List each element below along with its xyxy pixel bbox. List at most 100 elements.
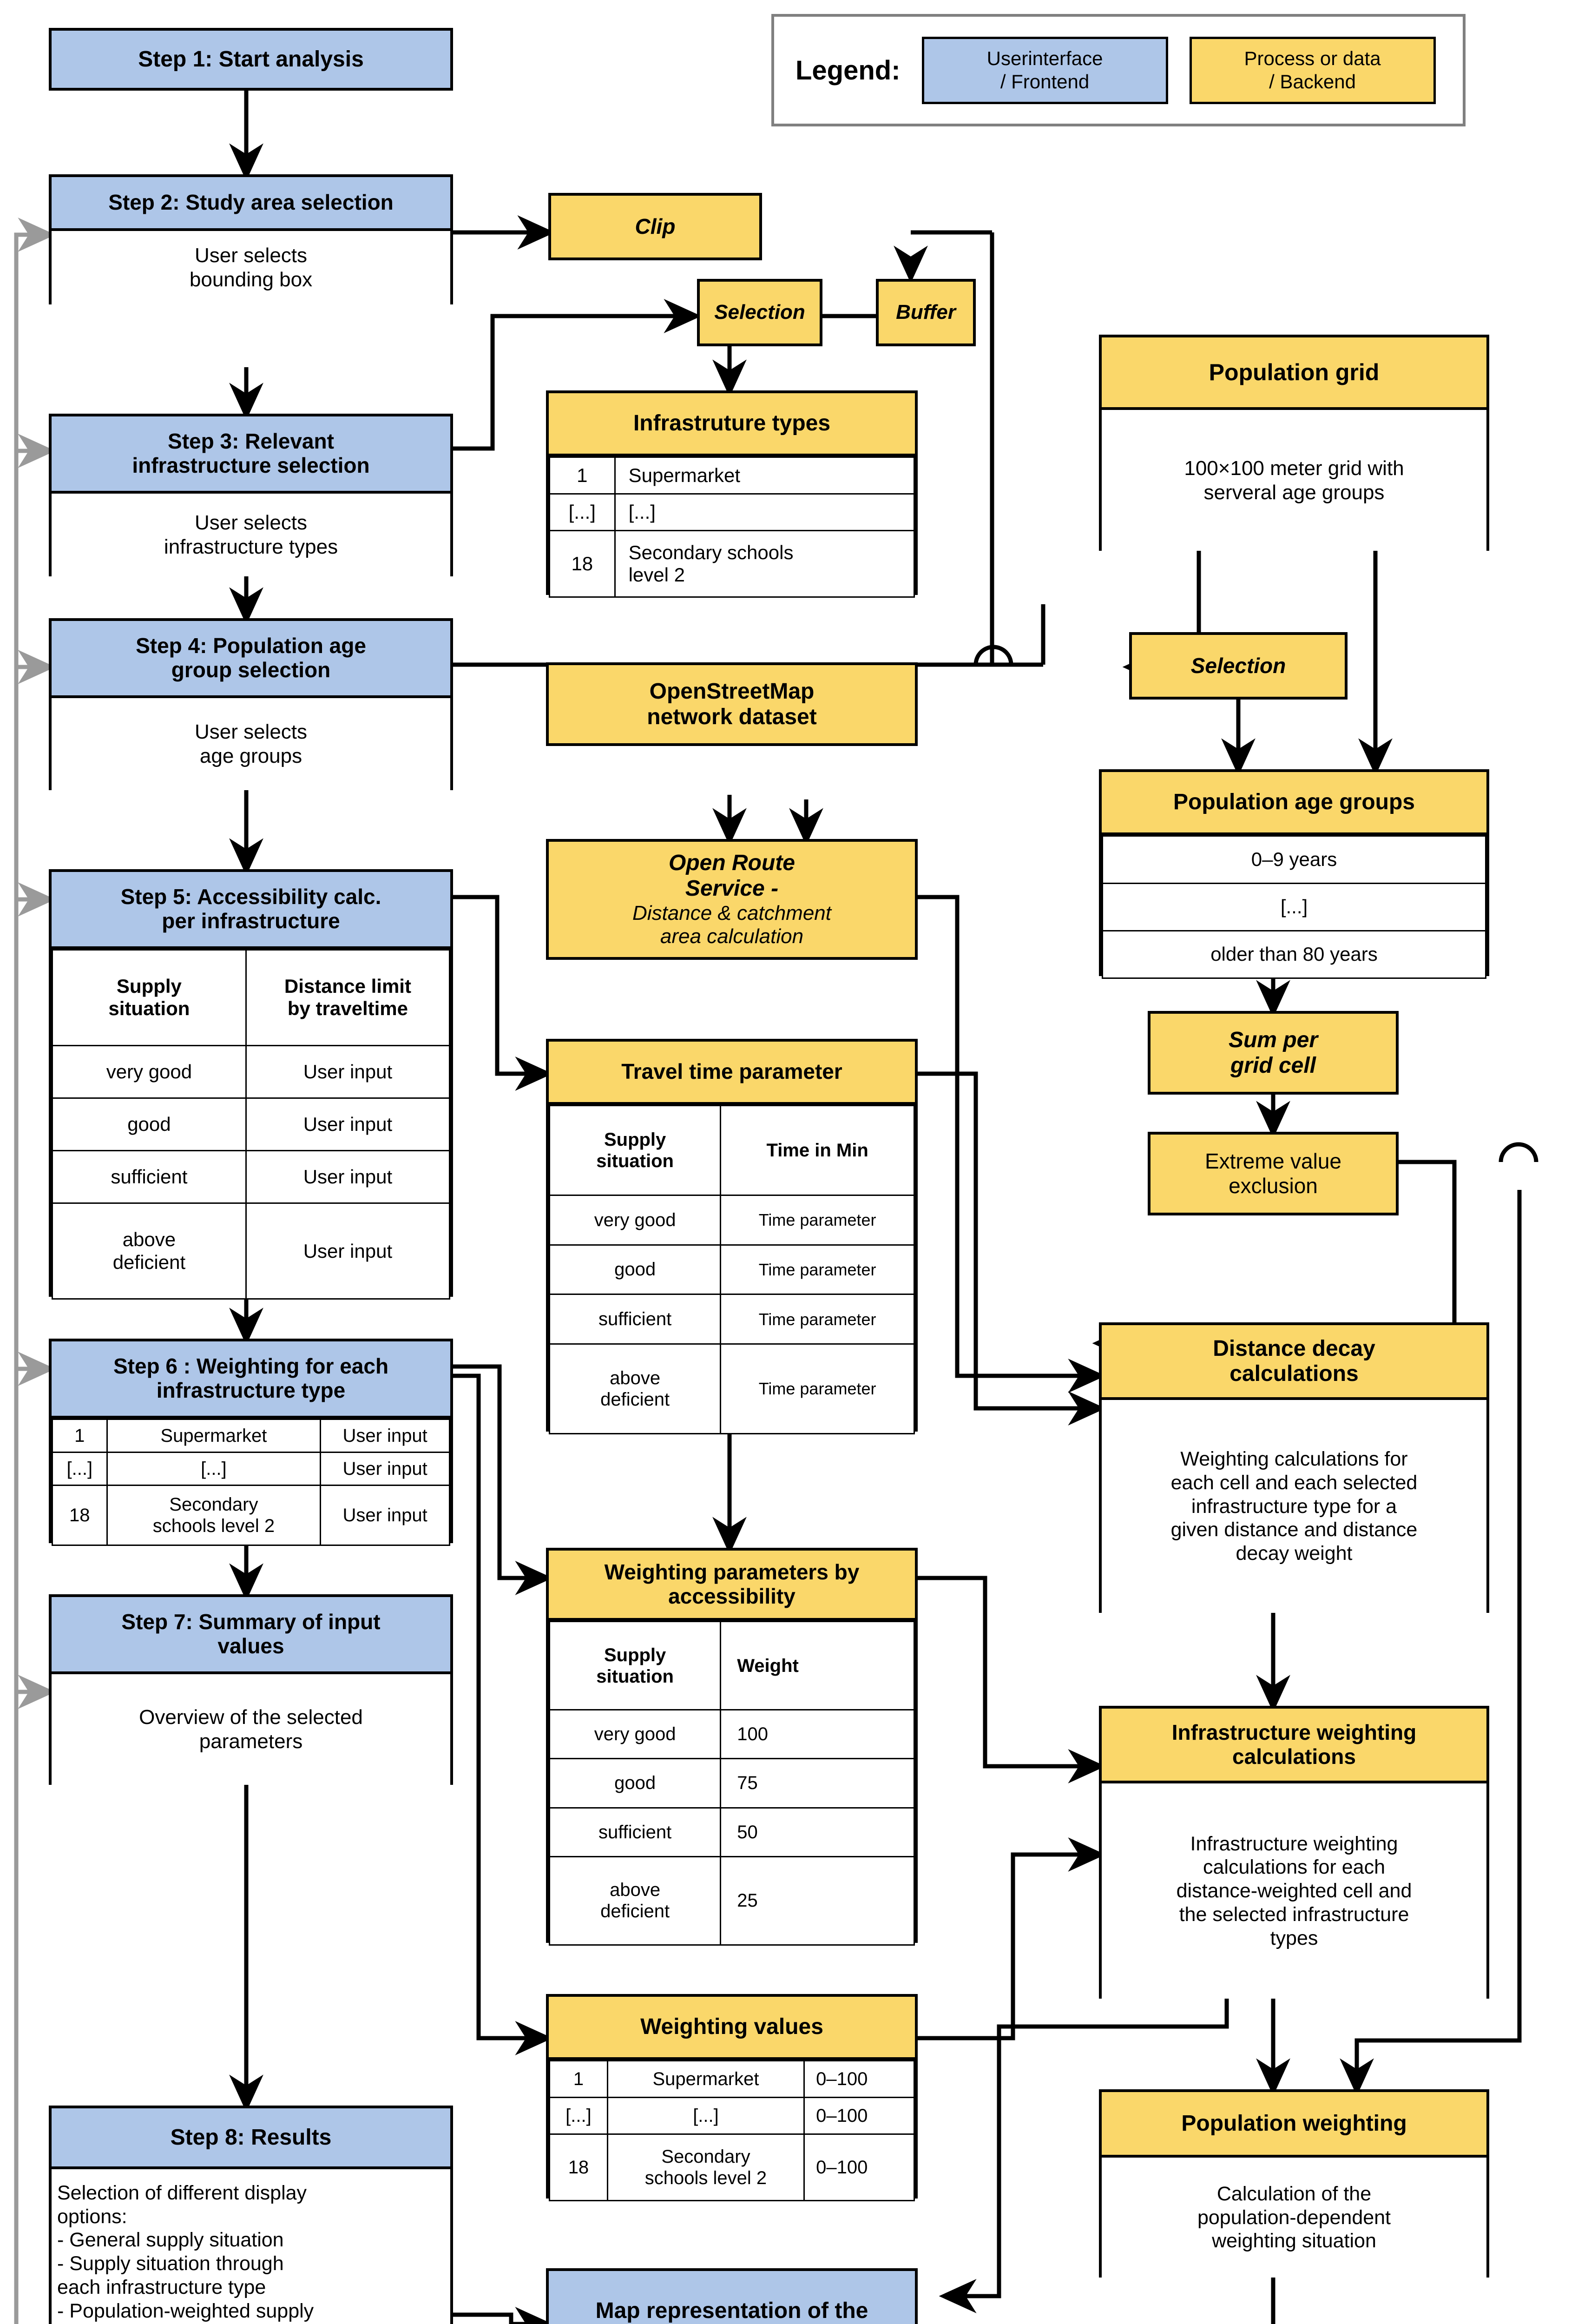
- wp-r2c0: sufficient: [548, 1807, 722, 1857]
- step-6-r1c2[interactable]: User input: [320, 1452, 450, 1486]
- step-7-body: Overview of the selected parameters: [52, 1671, 450, 1785]
- travel-time-parameter-node[interactable]: Travel time parameter Supply situation T…: [546, 1039, 918, 1434]
- selection-node-right[interactable]: Selection: [1129, 632, 1348, 700]
- travel-time-table: Supply situation Time in Min very good T…: [548, 1105, 915, 1434]
- clip-node[interactable]: Clip: [548, 193, 762, 260]
- table-row: very good Time parameter: [548, 1194, 915, 1246]
- table-row: good 75: [548, 1758, 915, 1809]
- table-row: 18 Secondary schools level 2: [549, 529, 915, 598]
- step-5-r3c1[interactable]: User input: [245, 1202, 451, 1300]
- table-row: 1 Supermarket 0–100: [549, 2060, 915, 2099]
- buffer-node[interactable]: Buffer: [876, 279, 976, 346]
- wp-r2c1[interactable]: 50: [720, 1807, 915, 1857]
- infrastructure-types-table-wrap: 1 Supermarket [...] [...] 18 Secondary s…: [549, 454, 915, 598]
- population-weighting-node[interactable]: Population weighting Calculation of the …: [1099, 2089, 1489, 2278]
- selection-node-middle[interactable]: Selection: [697, 279, 822, 346]
- step-5-col-0: Supply situation: [52, 949, 247, 1046]
- step-2-body: User selects bounding box: [52, 228, 450, 304]
- list-item: [...]: [1102, 883, 1486, 931]
- weighting-values-title: Weighting values: [549, 1997, 915, 2057]
- distance-decay-node[interactable]: Distance decay calculations Weighting ca…: [1099, 1322, 1489, 1613]
- step-3-body: User selects infrastructure types: [52, 491, 450, 576]
- wv-r1c0: [...]: [549, 2097, 608, 2135]
- weighting-parameters-node[interactable]: Weighting parameters by accessibility Su…: [546, 1548, 918, 1946]
- ors-title: Open Route Service -: [669, 851, 795, 901]
- step-6-table: 1 Supermarket User input [...] [...] Use…: [52, 1418, 450, 1546]
- step-5-r1c1[interactable]: User input: [245, 1097, 451, 1152]
- list-item: 0–9 years: [1102, 835, 1486, 884]
- infrastructure-weighting-body: Infrastructure weighting calculations fo…: [1102, 1781, 1486, 1999]
- step-2-title: Step 2: Study area selection: [52, 177, 450, 228]
- weighting-parameters-table-wrap: Supply situation Weight very good 100 go…: [548, 1618, 915, 1946]
- step-5-col-1: Distance limit by traveltime: [245, 949, 451, 1046]
- step-7-node[interactable]: Step 7: Summary of input values Overview…: [49, 1594, 453, 1785]
- step-5-node[interactable]: Step 5: Accessibility calc. per infrastr…: [49, 869, 453, 1300]
- infra-r0c0: 1: [549, 456, 616, 495]
- step-4-node[interactable]: Step 4: Population age group selection U…: [49, 618, 453, 790]
- infrastructure-weighting-node[interactable]: Infrastructure weighting calculations In…: [1099, 1706, 1489, 1999]
- infra-r2c1: Secondary schools level 2: [614, 529, 915, 598]
- infrastructure-types-node[interactable]: Infrastruture types 1 Supermarket [...] …: [546, 390, 918, 598]
- population-weighting-title: Population weighting: [1102, 2092, 1486, 2155]
- table-row: sufficient 50: [548, 1807, 915, 1857]
- step-2-node[interactable]: Step 2: Study area selection User select…: [49, 174, 453, 304]
- infrastructure-types-table: 1 Supermarket [...] [...] 18 Secondary s…: [549, 456, 915, 598]
- wv-r0c1: Supermarket: [606, 2060, 805, 2099]
- extreme-value-exclusion-node[interactable]: Extreme value exclusion: [1148, 1132, 1399, 1215]
- wp-r3c1[interactable]: 25: [720, 1855, 915, 1946]
- tt-r3c0: above deficient: [548, 1343, 722, 1434]
- table-row: [...] [...]: [549, 493, 915, 531]
- sum-per-grid-cell-node[interactable]: Sum per grid cell: [1148, 1011, 1399, 1095]
- wv-r0c0: 1: [549, 2060, 608, 2099]
- open-route-service-node[interactable]: Open Route Service - Distance & catchmen…: [546, 839, 918, 960]
- table-row: above deficient Time parameter: [548, 1343, 915, 1434]
- tt-r1c0: good: [548, 1244, 722, 1295]
- wp-r1c1[interactable]: 75: [720, 1758, 915, 1809]
- wv-r0c2: 0–100: [803, 2060, 915, 2099]
- tt-r1c1[interactable]: Time parameter: [720, 1244, 915, 1295]
- step-6-r2c2[interactable]: User input: [320, 1485, 450, 1546]
- step-6-r2c0: 18: [52, 1485, 108, 1546]
- wp-r0c1[interactable]: 100: [720, 1709, 915, 1760]
- wp-r0c0: very good: [548, 1709, 722, 1760]
- table-row: above deficient 25: [548, 1855, 915, 1946]
- population-grid-node[interactable]: Population grid 100×100 meter grid with …: [1099, 335, 1489, 551]
- step-5-table: Supply situation Distance limit by trave…: [52, 949, 451, 1300]
- infra-r2c0: 18: [549, 529, 616, 598]
- infrastructure-weighting-title: Infrastructure weighting calculations: [1102, 1709, 1486, 1781]
- population-age-groups-table: 0–9 years [...] older than 80 years: [1102, 835, 1486, 979]
- tt-r0c0: very good: [548, 1194, 722, 1246]
- table-row: sufficient User input: [52, 1150, 451, 1204]
- openstreetmap-node[interactable]: OpenStreetMap network dataset: [546, 662, 918, 746]
- step-5-title: Step 5: Accessibility calc. per infrastr…: [52, 872, 450, 946]
- population-grid-body: 100×100 meter grid with serveral age gro…: [1102, 407, 1486, 551]
- tt-r2c1[interactable]: Time parameter: [720, 1294, 915, 1345]
- step-6-r0c2[interactable]: User input: [320, 1418, 450, 1453]
- step-8-node[interactable]: Step 8: Results Selection of different d…: [49, 2106, 453, 2324]
- distance-decay-body: Weighting calculations for each cell and…: [1102, 1397, 1486, 1613]
- population-age-groups-node[interactable]: Population age groups 0–9 years [...] ol…: [1099, 769, 1489, 979]
- tt-r3c1[interactable]: Time parameter: [720, 1343, 915, 1434]
- tt-r0c1[interactable]: Time parameter: [720, 1194, 915, 1246]
- population-age-groups-title: Population age groups: [1102, 772, 1486, 832]
- infra-r1c0: [...]: [549, 493, 616, 531]
- step-5-r2c1[interactable]: User input: [245, 1150, 451, 1204]
- weighting-parameters-title: Weighting parameters by accessibility: [549, 1551, 915, 1618]
- step-6-node[interactable]: Step 6 : Weighting for each infrastructu…: [49, 1339, 453, 1546]
- infra-r0c1: Supermarket: [614, 456, 915, 495]
- population-age-groups-list: 0–9 years [...] older than 80 years: [1102, 832, 1486, 979]
- table-row: above deficient User input: [52, 1202, 451, 1300]
- step-5-r0c1[interactable]: User input: [245, 1044, 451, 1099]
- legend-chip-frontend: Userinterface / Frontend: [921, 36, 1168, 104]
- distance-decay-title: Distance decay calculations: [1102, 1325, 1486, 1397]
- weighting-values-node[interactable]: Weighting values 1 Supermarket 0–100 [..…: [546, 1994, 918, 2201]
- step-3-node[interactable]: Step 3: Relevant infrastructure selectio…: [49, 414, 453, 576]
- legend-chip-backend: Process or data / Backend: [1189, 36, 1436, 104]
- list-item: older than 80 years: [1102, 930, 1486, 979]
- step-1-node[interactable]: Step 1: Start analysis: [49, 28, 453, 91]
- travel-time-table-wrap: Supply situation Time in Min very good T…: [548, 1102, 915, 1434]
- tt-col-1: Time in Min: [720, 1105, 915, 1196]
- map-representation-node[interactable]: Map representation of the Grid: [546, 2268, 918, 2324]
- table-row: sufficient Time parameter: [548, 1294, 915, 1345]
- tt-r2c0: sufficient: [548, 1294, 722, 1345]
